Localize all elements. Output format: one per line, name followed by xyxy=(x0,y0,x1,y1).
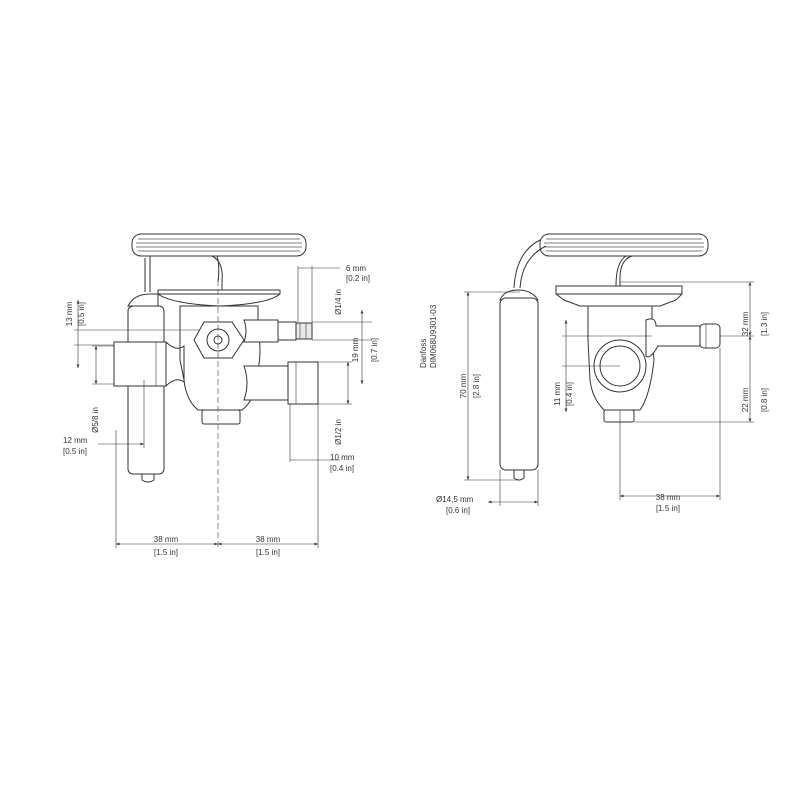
dim-11mm: 11 mm xyxy=(553,382,562,406)
side-element-head xyxy=(539,233,709,257)
front-dimension-labels: 6 mm [0.2 in] 19 mm [0.7 in] 13 mm [0.5 … xyxy=(63,264,379,557)
side-equalizer-nozzle xyxy=(645,318,721,358)
dim-38mm-left: 38 mm xyxy=(154,535,179,544)
dim-phi-half: Ø1/2 in xyxy=(334,419,343,445)
dim-38mm-left-in: [1.5 in] xyxy=(154,548,178,557)
dim-32mm-in: [1.3 in] xyxy=(760,312,769,336)
side-dimension-lines xyxy=(464,281,754,506)
dim-38mm-side: 38 mm xyxy=(656,493,681,502)
dim-phi-fiveeighths: Ø5/8 in xyxy=(91,407,100,433)
front-diaphragm-flange xyxy=(157,289,281,307)
dim-70mm-in: [2.8 in] xyxy=(472,374,481,398)
front-equalizer-connection xyxy=(243,319,313,343)
dim-19mm-in: [0.7 in] xyxy=(370,338,379,362)
dim-phi145: Ø14,5 mm xyxy=(436,495,474,504)
dim-12mm: 12 mm xyxy=(63,436,88,445)
dim-38mm-right-in: [1.5 in] xyxy=(256,548,280,557)
side-diaphragm-flange xyxy=(555,285,683,307)
side-view xyxy=(499,233,721,481)
dim-11mm-in: [0.4 in] xyxy=(565,382,574,406)
dim-38mm-side-in: [1.5 in] xyxy=(656,504,680,513)
front-dimension-lines xyxy=(74,266,372,548)
dim-10mm: 10 mm xyxy=(330,453,355,462)
dim-6mm-in: [0.2 in] xyxy=(346,274,370,283)
front-view xyxy=(113,233,319,548)
doc-code: DIM068U9301-03 xyxy=(429,304,438,368)
dim-phi-quarter: Ø1/4 in xyxy=(334,289,343,315)
front-inlet-connection xyxy=(113,341,185,387)
dim-phi145-in: [0.6 in] xyxy=(446,506,470,515)
front-outlet-connection xyxy=(243,361,319,405)
front-capillary xyxy=(144,255,223,292)
dim-10mm-in: [0.4 in] xyxy=(330,464,354,473)
dim-6mm: 6 mm xyxy=(346,264,366,273)
side-bulb xyxy=(499,289,539,481)
front-bulb xyxy=(127,293,165,483)
dim-38mm-right: 38 mm xyxy=(256,535,281,544)
dim-13mm-in: [0.5 in] xyxy=(77,302,86,326)
dim-70mm: 70 mm xyxy=(459,373,468,398)
dim-13mm: 13 mm xyxy=(65,301,74,326)
dim-19mm: 19 mm xyxy=(351,337,360,362)
front-element-head xyxy=(131,233,307,257)
dim-22mm-in: [0.8 in] xyxy=(760,388,769,412)
front-bottom-cap xyxy=(201,409,241,425)
side-bottom-cap xyxy=(603,409,635,423)
dim-12mm-in: [0.5 in] xyxy=(63,447,87,456)
side-dimension-labels: Danfoss DIM068U9301-03 70 mm [2.8 in] Ø1… xyxy=(419,304,769,515)
doc-brand: Danfoss xyxy=(419,339,428,368)
side-capillary xyxy=(513,239,633,289)
dim-22mm: 22 mm xyxy=(741,387,750,412)
dim-32mm: 32 mm xyxy=(741,311,750,336)
